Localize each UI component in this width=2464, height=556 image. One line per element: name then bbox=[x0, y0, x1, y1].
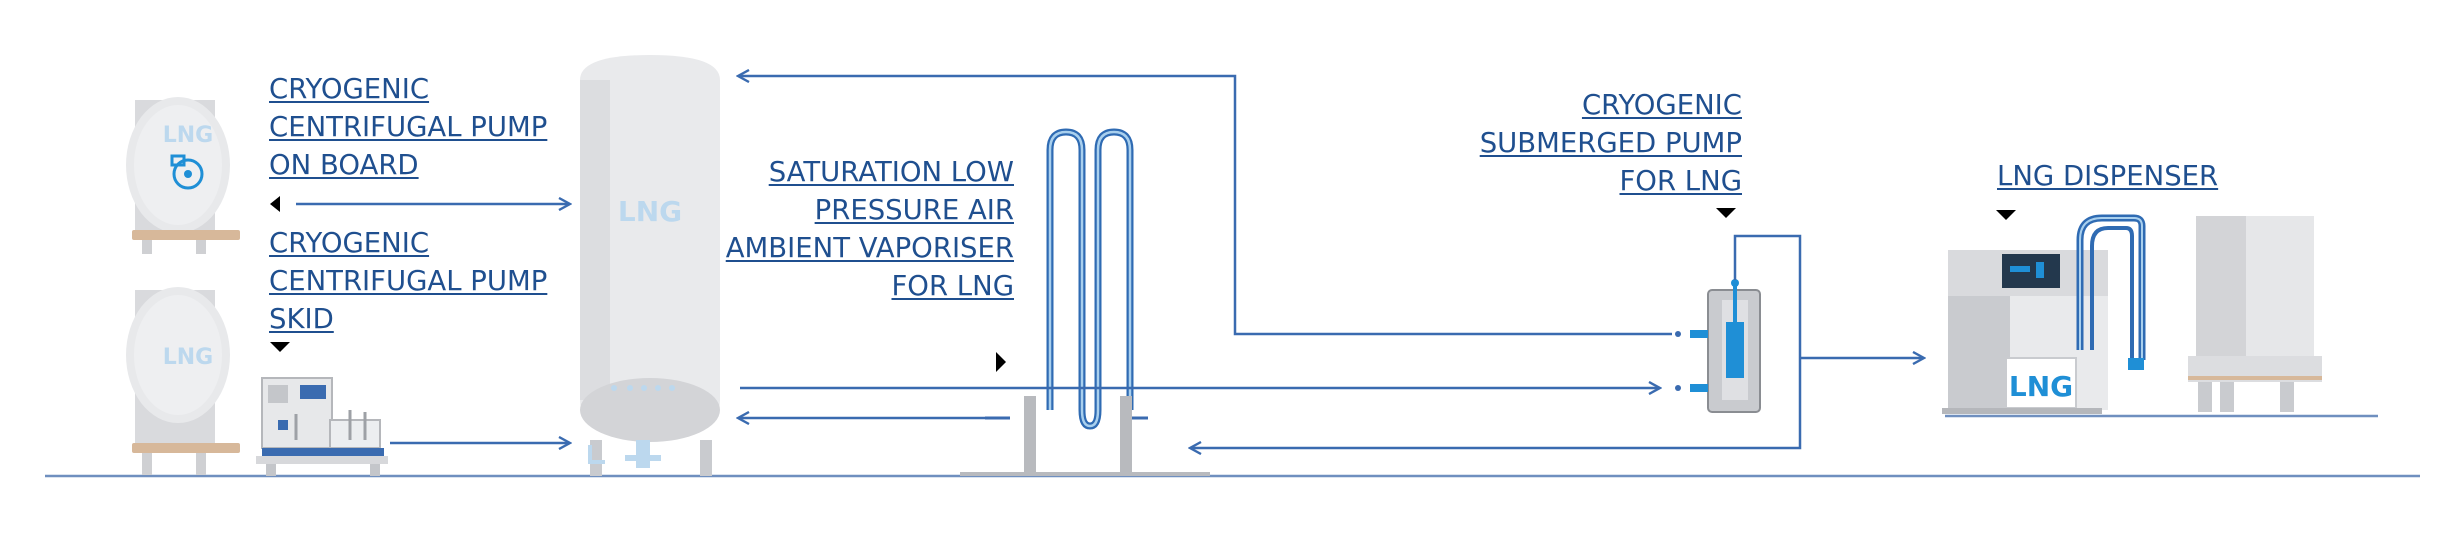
label-line: CRYOGENIC bbox=[1581, 89, 1742, 121]
pointer-submerged-pump bbox=[1716, 208, 1736, 218]
label-line: AMBIENT VAPORISER bbox=[725, 232, 1014, 264]
label-line: FOR LNG bbox=[1619, 165, 1742, 197]
link-submerged-pump[interactable]: CRYOGENIC SUBMERGED PUMP FOR LNG bbox=[1480, 86, 1742, 200]
pump-icon bbox=[170, 154, 204, 190]
label-line: SATURATION LOW bbox=[768, 156, 1014, 188]
lng-dispenser-unit: LNG bbox=[1942, 214, 2146, 414]
link-pump-on-board[interactable]: CRYOGENIC CENTRIFUGAL PUMP ON BOARD bbox=[269, 70, 547, 184]
flow-line-return-to-tank bbox=[738, 76, 1672, 336]
onboard-tank-label: LNG bbox=[163, 123, 214, 148]
label-line: ON BOARD bbox=[269, 149, 419, 181]
label-line: CRYOGENIC bbox=[269, 73, 430, 105]
label-line: SUBMERGED PUMP bbox=[1479, 127, 1742, 159]
pointer-dispenser bbox=[1996, 210, 2016, 220]
ambient-vaporiser bbox=[960, 128, 1210, 476]
label-line: LNG DISPENSER bbox=[1997, 160, 2219, 192]
pointer-skid bbox=[270, 342, 290, 352]
onboard-lng-tank: LNG bbox=[126, 97, 240, 254]
skid-tank-label: LNG bbox=[163, 345, 214, 370]
lng-storage-tank: LNG bbox=[580, 55, 720, 476]
label-line: SKID bbox=[269, 303, 334, 335]
storage-tank-label: LNG bbox=[618, 195, 682, 228]
label-line: FOR LNG bbox=[891, 270, 1014, 302]
lng-truck bbox=[2188, 216, 2322, 412]
submerged-pump-vessel bbox=[1190, 234, 1802, 448]
flow-arrowhead-left bbox=[270, 196, 280, 212]
dispenser-sign-label: LNG bbox=[2009, 370, 2073, 403]
pointer-vaporiser bbox=[996, 352, 1006, 372]
label-line: CENTRIFUGAL PUMP bbox=[269, 111, 548, 143]
pump-skid-equipment bbox=[256, 377, 388, 476]
label-line: CENTRIFUGAL PUMP bbox=[269, 265, 548, 297]
label-line: CRYOGENIC bbox=[269, 227, 430, 259]
link-lng-dispenser[interactable]: LNG DISPENSER bbox=[1997, 157, 2218, 195]
link-vaporiser[interactable]: SATURATION LOW PRESSURE AIR AMBIENT VAPO… bbox=[726, 153, 1014, 305]
label-line: PRESSURE AIR bbox=[814, 194, 1014, 226]
skid-lng-tank: LNG bbox=[126, 287, 240, 475]
link-pump-skid[interactable]: CRYOGENIC CENTRIFUGAL PUMP SKID bbox=[269, 224, 547, 338]
